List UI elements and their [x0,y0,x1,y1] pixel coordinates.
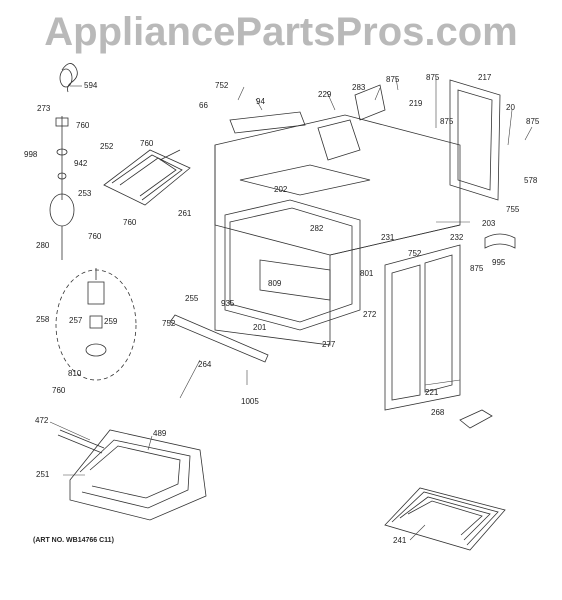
callout-255: 255 [185,294,199,303]
igniter-assembly [55,268,137,381]
callout-268: 268 [431,408,445,417]
callout-231: 231 [381,233,395,242]
callout-875: 875 [440,117,454,126]
callout-801: 801 [360,269,374,278]
callout-472: 472 [35,416,49,425]
callout-203: 203 [482,219,496,228]
callout-221: 221 [425,388,439,397]
front-trim [169,314,269,363]
callout-809: 809 [268,279,282,288]
callout-217: 217 [478,73,492,82]
callout-875: 875 [470,264,484,273]
callout-251: 251 [36,470,50,479]
callout-1005: 1005 [241,397,259,406]
callout-219: 219 [409,99,423,108]
vent-duct [317,84,386,161]
oven-body [214,114,461,346]
callout-202: 202 [274,185,288,194]
callout-201: 201 [253,323,267,332]
callout-253: 253 [78,189,92,198]
callout-252: 252 [100,142,114,151]
callout-261: 261 [178,209,192,218]
callout-277: 277 [322,340,336,349]
callout-229: 229 [318,90,332,99]
callout-282: 282 [310,224,324,233]
callout-875: 875 [426,73,440,82]
callout-labels: 594 273 760 998 942 252 760 253 760 760 … [24,73,540,545]
callout-259: 259 [104,317,118,326]
oven-rack [384,487,506,551]
callout-935: 935 [221,299,235,308]
callout-755: 755 [506,205,520,214]
callout-760: 760 [88,232,102,241]
callout-942: 942 [74,159,88,168]
callout-489: 489 [153,429,167,438]
callout-875: 875 [386,75,400,84]
callout-760: 760 [140,139,154,148]
callout-66: 66 [199,101,208,110]
callout-241: 241 [393,536,407,545]
callout-20: 20 [506,103,515,112]
callout-273: 273 [37,104,51,113]
hinge-assembly [459,233,516,429]
sensor-wire-assembly [49,63,78,260]
callout-594: 594 [84,81,98,90]
side-panel [449,79,501,201]
leader-lines [49,77,533,541]
callout-752: 752 [408,249,422,258]
callout-280: 280 [36,241,50,250]
callout-258: 258 [36,315,50,324]
callout-272: 272 [363,310,377,319]
callout-995: 995 [492,258,506,267]
watermark: AppliancePartsPros.com [44,10,518,54]
callout-752: 752 [162,319,176,328]
callout-232: 232 [450,233,464,242]
callout-283: 283 [352,83,366,92]
broil-element [103,149,191,206]
art-number: (ART NO. WB14766 C11) [33,537,114,544]
callout-578: 578 [524,176,538,185]
callout-752: 752 [215,81,229,90]
callout-760: 760 [76,121,90,130]
bake-element [57,429,207,521]
oven-liner [224,199,361,331]
callout-810: 810 [68,369,82,378]
callout-875: 875 [526,117,540,126]
callout-264: 264 [198,360,212,369]
callout-760: 760 [123,218,137,227]
callout-94: 94 [256,97,265,106]
callout-760: 760 [52,386,66,395]
top-trim-rail [229,111,306,134]
callout-257: 257 [69,316,83,325]
callout-998: 998 [24,150,38,159]
door-panel [384,244,461,411]
